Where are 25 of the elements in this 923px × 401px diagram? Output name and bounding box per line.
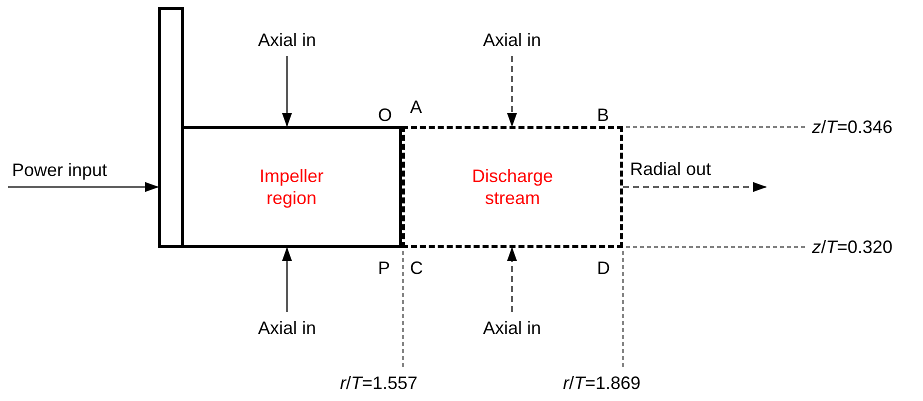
- position-label: z/T=0.346: [812, 116, 893, 138]
- point-label: P: [378, 257, 390, 279]
- flow-label: Axial in: [482, 29, 542, 51]
- point-label: C: [410, 257, 423, 279]
- arrow: [282, 56, 292, 127]
- point-label: A: [410, 96, 422, 118]
- position-label: z/T=0.320: [812, 236, 893, 258]
- flow-label: Axial in: [258, 29, 316, 51]
- arrow: [282, 247, 292, 312]
- point-label: B: [597, 104, 610, 126]
- point-label: D: [597, 257, 610, 279]
- control-volume-box: [402, 126, 623, 248]
- arrow: [8, 182, 159, 192]
- arrow: [507, 247, 517, 312]
- position-label: r/T=1.557: [340, 372, 418, 394]
- region-label: Discharge stream: [470, 165, 554, 209]
- shaft-bar: [158, 7, 184, 248]
- region-label: Impeller region: [258, 165, 325, 209]
- flow-label: Axial in: [258, 317, 316, 339]
- region-box: [181, 126, 402, 248]
- point-label: O: [378, 104, 392, 126]
- arrow: [623, 182, 767, 192]
- flow-label: Axial in: [482, 317, 542, 339]
- arrow: [507, 56, 517, 127]
- position-label: r/T=1.869: [563, 372, 641, 394]
